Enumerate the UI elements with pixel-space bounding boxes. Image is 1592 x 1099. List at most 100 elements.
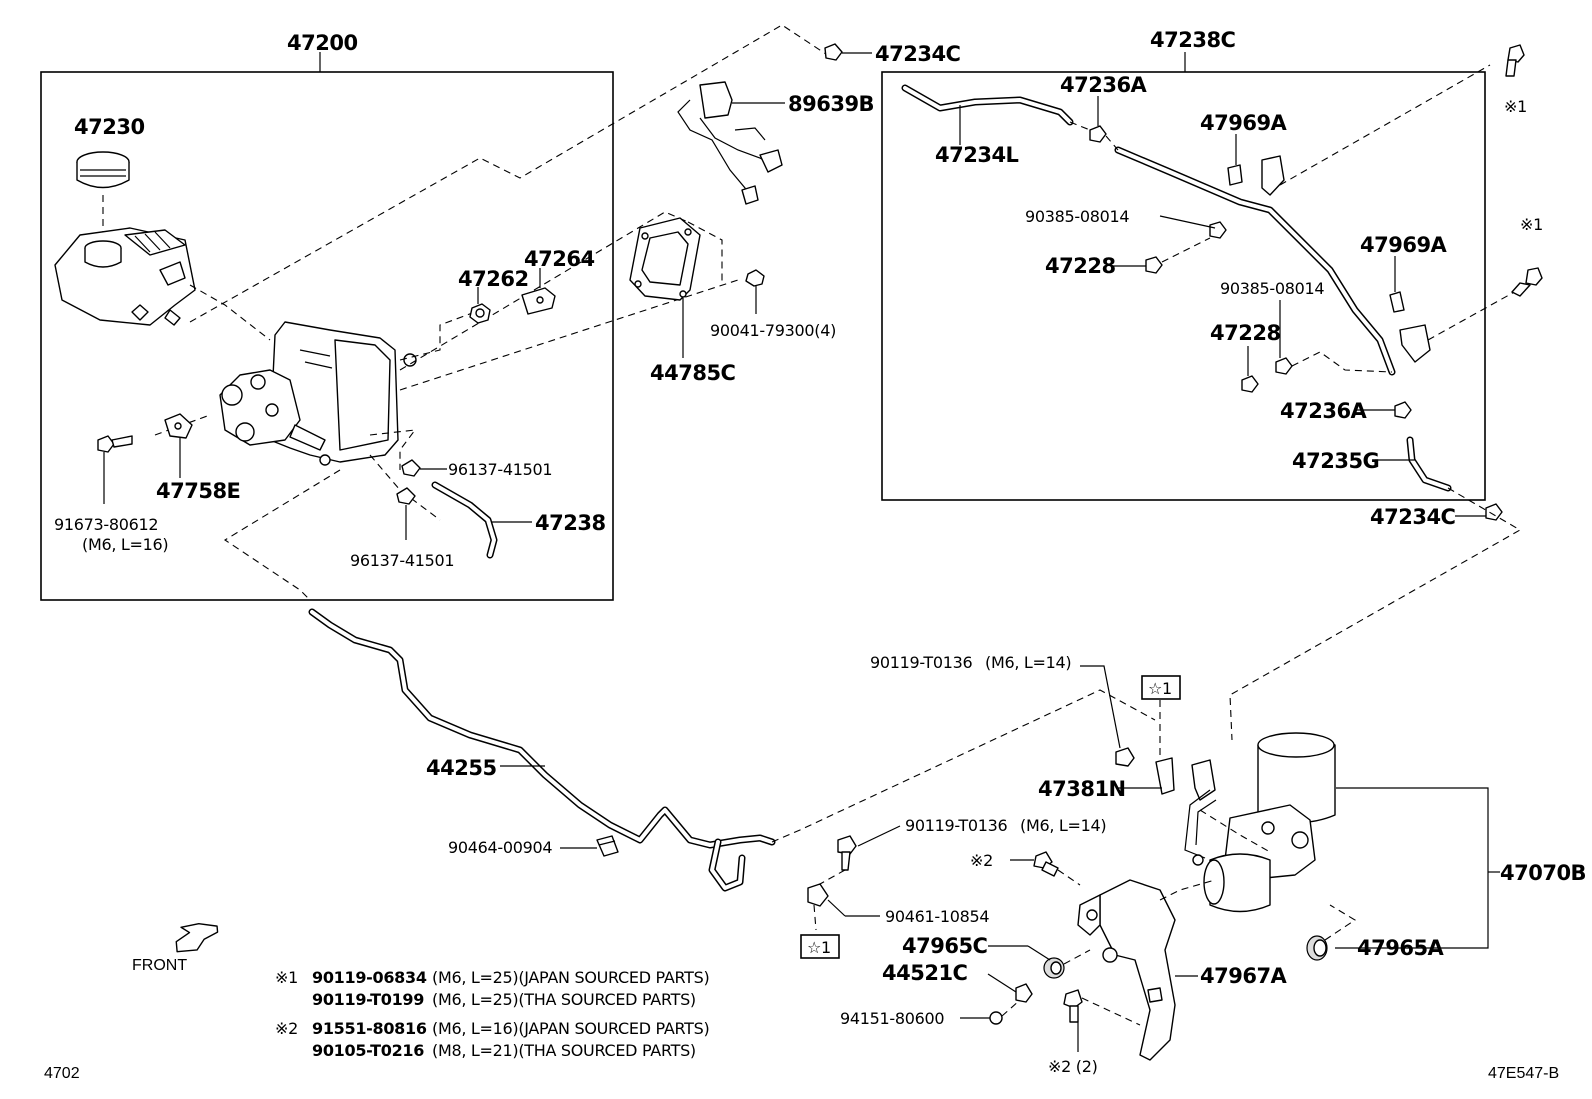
footnote-2-spec: (M6, L=25)(THA SOURCED PARTS)	[432, 990, 696, 1009]
clip-96137-lower-drawing	[396, 487, 416, 505]
bracket-47264-drawing	[521, 287, 556, 315]
footnote-3-spec: (M6, L=16)(JAPAN SOURCED PARTS)	[432, 1019, 709, 1038]
bracket-47967A-drawing	[1077, 879, 1176, 1061]
nut-94151-drawing	[989, 1011, 1003, 1025]
assembly-box-47238C	[881, 71, 1486, 501]
label-90385-top: 90385-08014	[1025, 207, 1129, 226]
label-note1-top: ※1	[1504, 97, 1527, 116]
label-47228-top: 47228	[1045, 254, 1116, 278]
label-90119-lower-spec: (M6, L=14)	[1020, 816, 1106, 835]
gasket-44785C-drawing	[629, 217, 701, 301]
grommet-47965A-drawing	[1306, 935, 1328, 961]
label-47230: 47230	[74, 115, 145, 139]
bolt-90119-lower-drawing	[837, 835, 857, 871]
label-47264: 47264	[524, 247, 595, 271]
pipe-47238C-drawing	[1114, 146, 1396, 376]
hose-47235G-drawing	[1406, 436, 1452, 492]
front-arrow-icon	[175, 923, 219, 953]
clamp-47969A-mid-drawing	[1389, 291, 1431, 363]
footnote-1-mark: ※1	[275, 968, 298, 987]
grommet-47965C-drawing	[1043, 957, 1065, 979]
label-47234L: 47234L	[935, 143, 1019, 167]
label-star1-bot: ☆1	[807, 938, 831, 957]
clip-96137-upper-drawing	[401, 459, 421, 477]
label-47758E: 47758E	[156, 479, 240, 503]
label-91673-spec: (M6, L=16)	[82, 535, 168, 554]
footer-right-code: 47E547-B	[1488, 1065, 1559, 1082]
label-47234C-bot: 47234C	[1370, 505, 1456, 529]
footnote-4-part: 90105-T0216	[312, 1041, 424, 1060]
footer-left-code: 4702	[44, 1065, 80, 1082]
bolt-note2-top-drawing	[1033, 851, 1059, 877]
bolt-note2-bot-drawing	[1063, 989, 1083, 1023]
label-47969A-mid: 47969A	[1360, 233, 1448, 257]
footnote-2-part: 90119-T0199	[312, 990, 424, 1009]
label-94151: 94151-80600	[840, 1009, 944, 1028]
clamp-47969A-top-drawing	[1227, 155, 1285, 196]
label-47262: 47262	[458, 267, 529, 291]
reservoir-tank-drawing	[54, 227, 196, 326]
bolt-47228-mid-drawing	[1241, 375, 1259, 393]
label-47965A: 47965A	[1357, 936, 1445, 960]
star-badge-bottom	[800, 934, 840, 959]
brake-actuator-body-drawing	[219, 321, 417, 466]
label-90461: 90461-10854	[885, 907, 989, 926]
clip-47234C-top-drawing	[824, 43, 843, 61]
nut-47262-drawing	[469, 303, 491, 324]
hose-47238-drawing	[431, 481, 498, 559]
footnote-list: ※1 90119-06834 (M6, L=25)(JAPAN SOURCED …	[275, 968, 710, 1060]
label-44521C: 44521C	[882, 961, 968, 985]
bolt-note1-top-drawing	[1505, 44, 1525, 77]
label-47238: 47238	[535, 511, 606, 535]
label-90041: 90041-79300(4)	[710, 321, 836, 340]
bolt-47228-top-drawing	[1145, 256, 1163, 274]
hose-47234L-drawing	[901, 84, 1074, 126]
label-star1-top: ☆1	[1148, 679, 1172, 698]
label-90119-upper: 90119-T0136	[870, 653, 973, 672]
label-note2-bot: ※2 (2)	[1048, 1057, 1098, 1076]
clamp-90464-drawing	[596, 835, 619, 857]
nut-90385-mid-drawing	[1275, 357, 1293, 375]
star-badge-top	[1141, 675, 1181, 700]
bracket-47381N-drawing	[1155, 757, 1216, 801]
label-47967A: 47967A	[1200, 964, 1288, 988]
label-front: FRONT	[132, 957, 187, 974]
label-47236A-top: 47236A	[1060, 73, 1148, 97]
label-note2-top: ※2	[970, 851, 993, 870]
label-44255: 44255	[426, 756, 497, 780]
pump-47070B-drawing	[1184, 732, 1336, 913]
label-47228-mid: 47228	[1210, 321, 1281, 345]
label-47235G: 47235G	[1292, 449, 1379, 473]
clamp-90461-drawing	[807, 883, 829, 907]
label-47236A-bot: 47236A	[1280, 399, 1368, 423]
label-96137-upper: 96137-41501	[448, 460, 552, 479]
bolt-91673-drawing	[97, 435, 133, 453]
label-96137-lower: 96137-41501	[350, 551, 454, 570]
clip-47236A-bot-drawing	[1394, 401, 1412, 419]
label-47200: 47200	[287, 31, 358, 55]
reservoir-cap-47230-drawing	[76, 151, 130, 240]
label-90119-upper-spec: (M6, L=14)	[985, 653, 1071, 672]
label-91673: 91673-80612	[54, 515, 158, 534]
bracket-47758E-drawing	[164, 413, 193, 439]
brake-line-44255-drawing	[308, 608, 776, 892]
bolt-90119-upper-drawing	[1115, 747, 1135, 767]
footnote-1-part: 90119-06834	[312, 968, 427, 987]
footnote-3-mark: ※2	[275, 1019, 298, 1038]
label-47070B: 47070B	[1500, 861, 1586, 885]
clip-47234C-bot-drawing	[1485, 503, 1503, 521]
label-90385-mid: 90385-08014	[1220, 279, 1324, 298]
footnote-1-spec: (M6, L=25)(JAPAN SOURCED PARTS)	[432, 968, 709, 987]
label-44785C: 44785C	[650, 361, 736, 385]
bolt-44521C-drawing	[1015, 983, 1033, 1003]
assembly-box-47200	[40, 71, 614, 601]
label-47234C-top: 47234C	[875, 42, 961, 66]
sensor-89639B-drawing	[677, 81, 783, 205]
label-47965C: 47965C	[902, 934, 988, 958]
bolt-note1-mid-drawing	[1511, 267, 1543, 297]
label-47381N: 47381N	[1038, 777, 1126, 801]
nut-90041-drawing	[745, 269, 765, 287]
clip-47236A-top-drawing	[1089, 125, 1107, 143]
label-note1-mid: ※1	[1520, 215, 1543, 234]
